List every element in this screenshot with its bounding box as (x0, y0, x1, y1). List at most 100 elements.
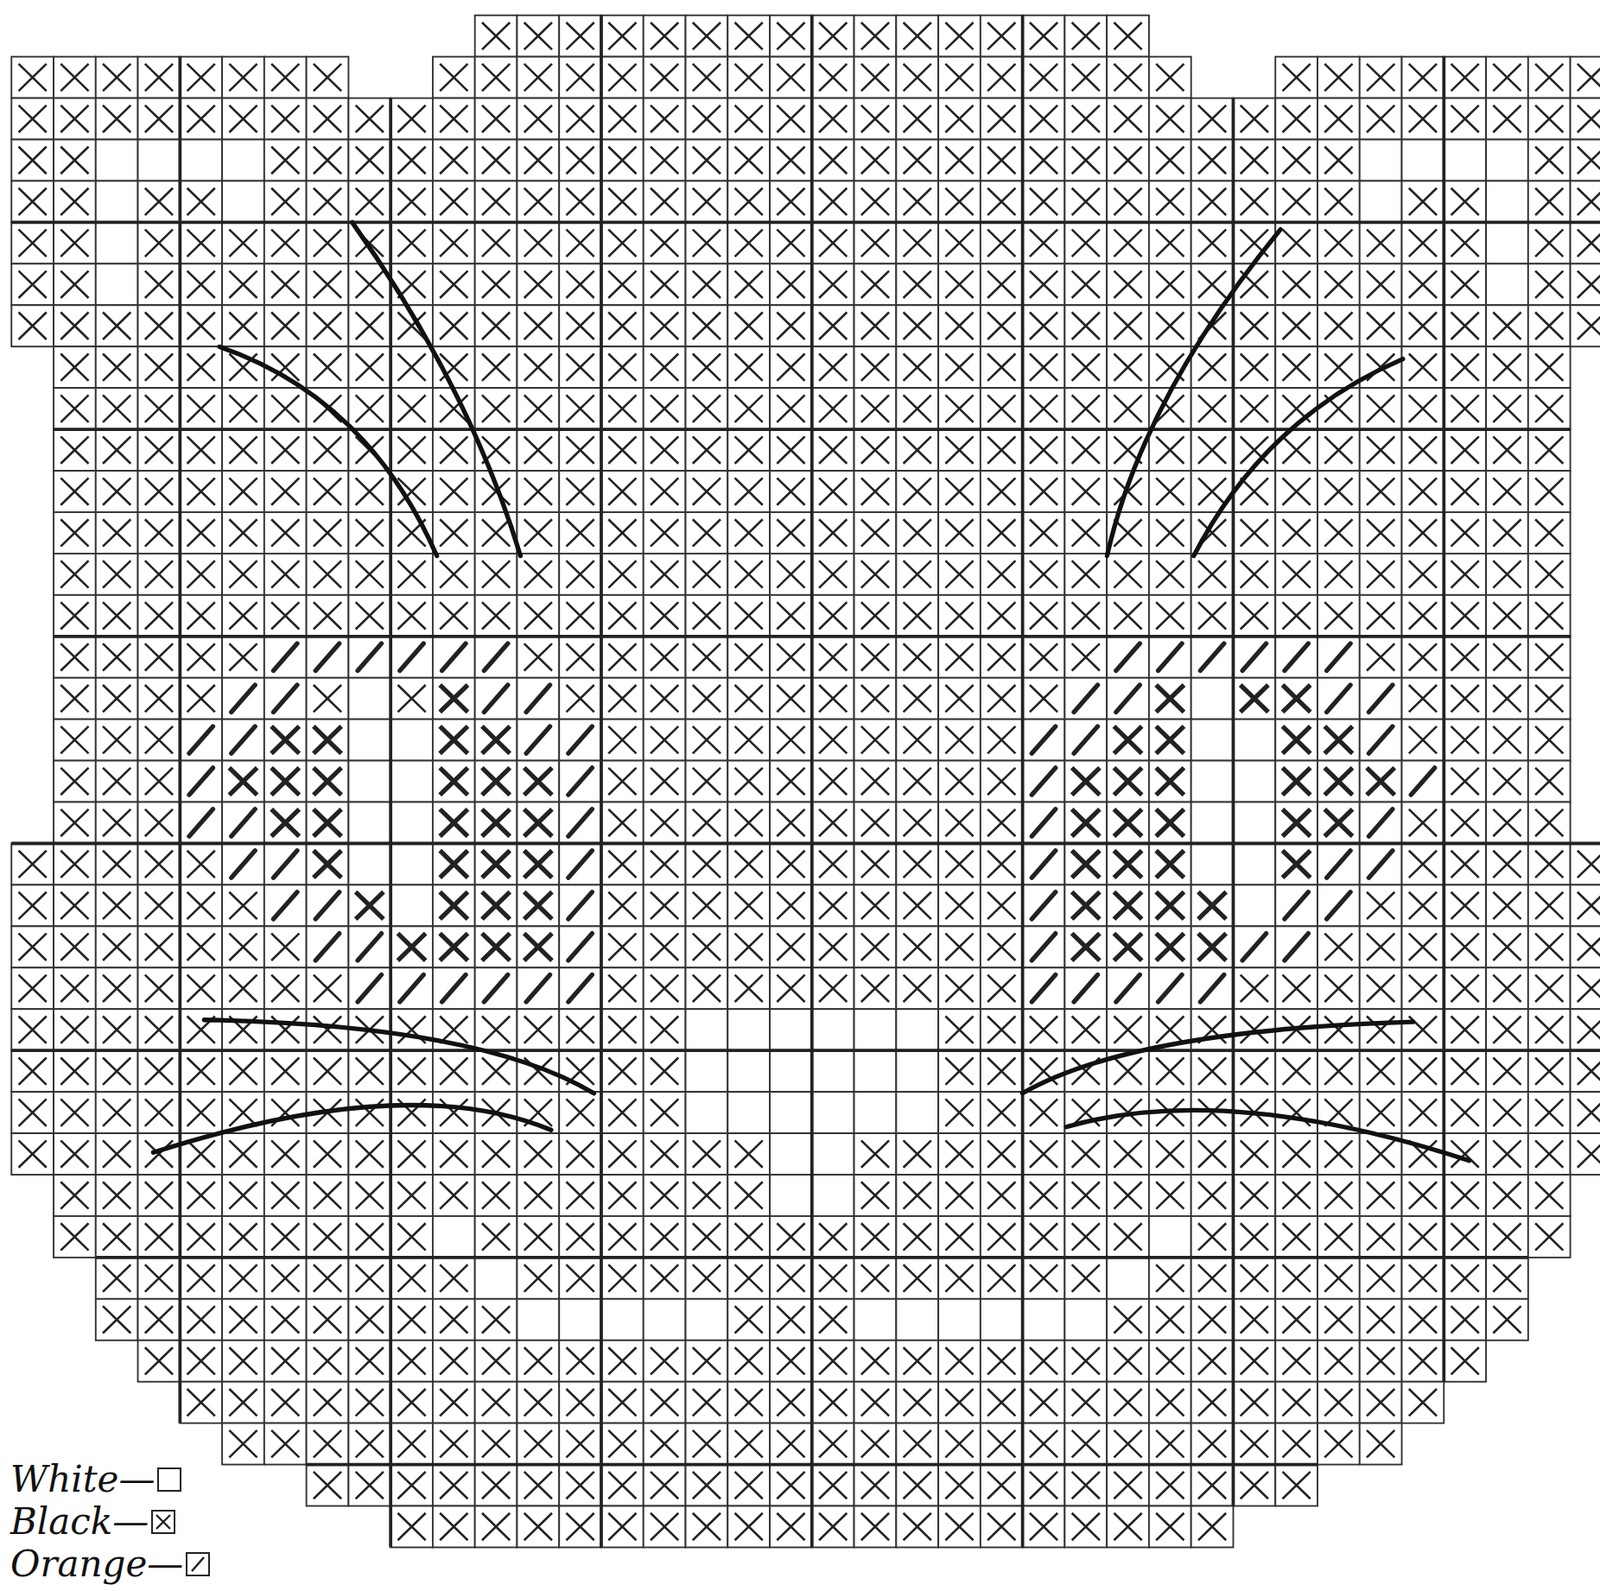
stitch-cell (1443, 263, 1486, 305)
stitch-cell (601, 304, 644, 347)
stitch-cell (643, 139, 686, 182)
stitch-cell (727, 553, 770, 596)
stitch-cell (895, 595, 939, 637)
stitch-cell (895, 636, 939, 679)
stitch-cell (1022, 180, 1066, 223)
stitch-cell (727, 180, 770, 223)
stitch-cell (685, 595, 729, 637)
stitch-cell (558, 346, 602, 388)
stitch-cell (1443, 222, 1486, 264)
stitch-cell (685, 719, 729, 762)
stitch-cell (558, 387, 602, 430)
stitch-cell (980, 387, 1023, 430)
stitch-cell (938, 429, 981, 471)
stitch-cell (1149, 98, 1192, 140)
stitch-cell (1149, 180, 1192, 223)
stitch-cell (390, 387, 433, 430)
stitch-cell (1149, 636, 1192, 679)
stitch-cell (1485, 719, 1529, 762)
stitch-cell (1191, 678, 1234, 720)
stitch-cell (601, 180, 644, 223)
stitch-cell (854, 387, 897, 430)
stitch-cell (769, 719, 813, 762)
stitch-cell (854, 139, 897, 182)
stitch-cell (1232, 761, 1276, 803)
stitch-cell (727, 263, 770, 305)
stitch-cell (306, 470, 350, 513)
stitch-cell (1443, 636, 1486, 679)
stitch-cell (1528, 636, 1571, 679)
stitch-cell (938, 761, 981, 803)
stitch-cell (179, 180, 223, 223)
stitch-cell (1149, 57, 1192, 99)
stitch-cell (1275, 636, 1318, 679)
cell-square (95, 180, 139, 223)
stitch-cell (769, 553, 813, 596)
stitch-cell (179, 512, 223, 554)
stitch-cell (685, 678, 729, 720)
stitch-cell (854, 636, 897, 679)
stitch-cell (854, 761, 897, 803)
stitch-cell (1275, 180, 1318, 223)
stitch-cell (812, 15, 855, 58)
stitch-cell (95, 595, 139, 637)
stitch-cell (1232, 387, 1276, 430)
stitch-cell (1232, 595, 1276, 637)
stitch-cell (1528, 304, 1571, 347)
cell-square (1359, 139, 1403, 182)
stitch-cell (854, 98, 897, 140)
stitch-cell (432, 180, 476, 223)
stitch-cell (95, 636, 139, 679)
stitch-cell (1570, 57, 1600, 99)
stitch-cell (854, 595, 897, 637)
stitch-cell (1106, 15, 1150, 58)
cell-square (1359, 180, 1403, 223)
stitch-cell (980, 595, 1023, 637)
stitch-cell (1528, 553, 1571, 596)
stitch-cell (1064, 553, 1107, 596)
stitch-cell (516, 636, 559, 679)
cell-square (1485, 139, 1529, 182)
stitch-cell (1359, 636, 1403, 679)
stitch-cell (475, 595, 518, 637)
stitch-cell (938, 595, 981, 637)
cell-square (1570, 222, 1600, 264)
stitch-cell (895, 139, 939, 182)
stitch-cell (95, 512, 139, 554)
stitch-cell (1232, 719, 1276, 762)
stitch-cell (1022, 387, 1066, 430)
stitch-cell (179, 761, 223, 803)
stitch-cell (727, 636, 770, 679)
stitch-cell (1443, 719, 1486, 762)
stitch-cell (727, 678, 770, 720)
stitch-cell (601, 346, 644, 388)
stitch-cell (1022, 263, 1066, 305)
stitch-cell (1275, 98, 1318, 140)
stitch-cell (306, 222, 350, 264)
stitch-cell (516, 595, 559, 637)
stitch-cell (727, 139, 770, 182)
stitch-cell (53, 222, 96, 264)
stitch-cell (558, 263, 602, 305)
stitch-cell (1149, 595, 1192, 637)
stitch-cell (348, 512, 391, 554)
stitch-cell (475, 387, 518, 430)
stitch-cell (516, 263, 559, 305)
stitch-cell (1443, 595, 1486, 637)
stitch-cell (516, 429, 559, 471)
stitch-cell (179, 387, 223, 430)
stitch-cell (938, 98, 981, 140)
cell-square (222, 180, 265, 223)
stitch-cell (264, 553, 307, 596)
stitch-cell (769, 180, 813, 223)
stitch-cell (769, 678, 813, 720)
stitch-cell (895, 470, 939, 513)
stitch-cell (95, 387, 139, 430)
stitch-cell (348, 678, 391, 720)
stitch-cell (643, 470, 686, 513)
stitch-cell (179, 98, 223, 140)
stitch-cell (1570, 304, 1600, 347)
stitch-cell (895, 429, 939, 471)
stitch-cell (306, 553, 350, 596)
stitch-cell (179, 304, 223, 347)
